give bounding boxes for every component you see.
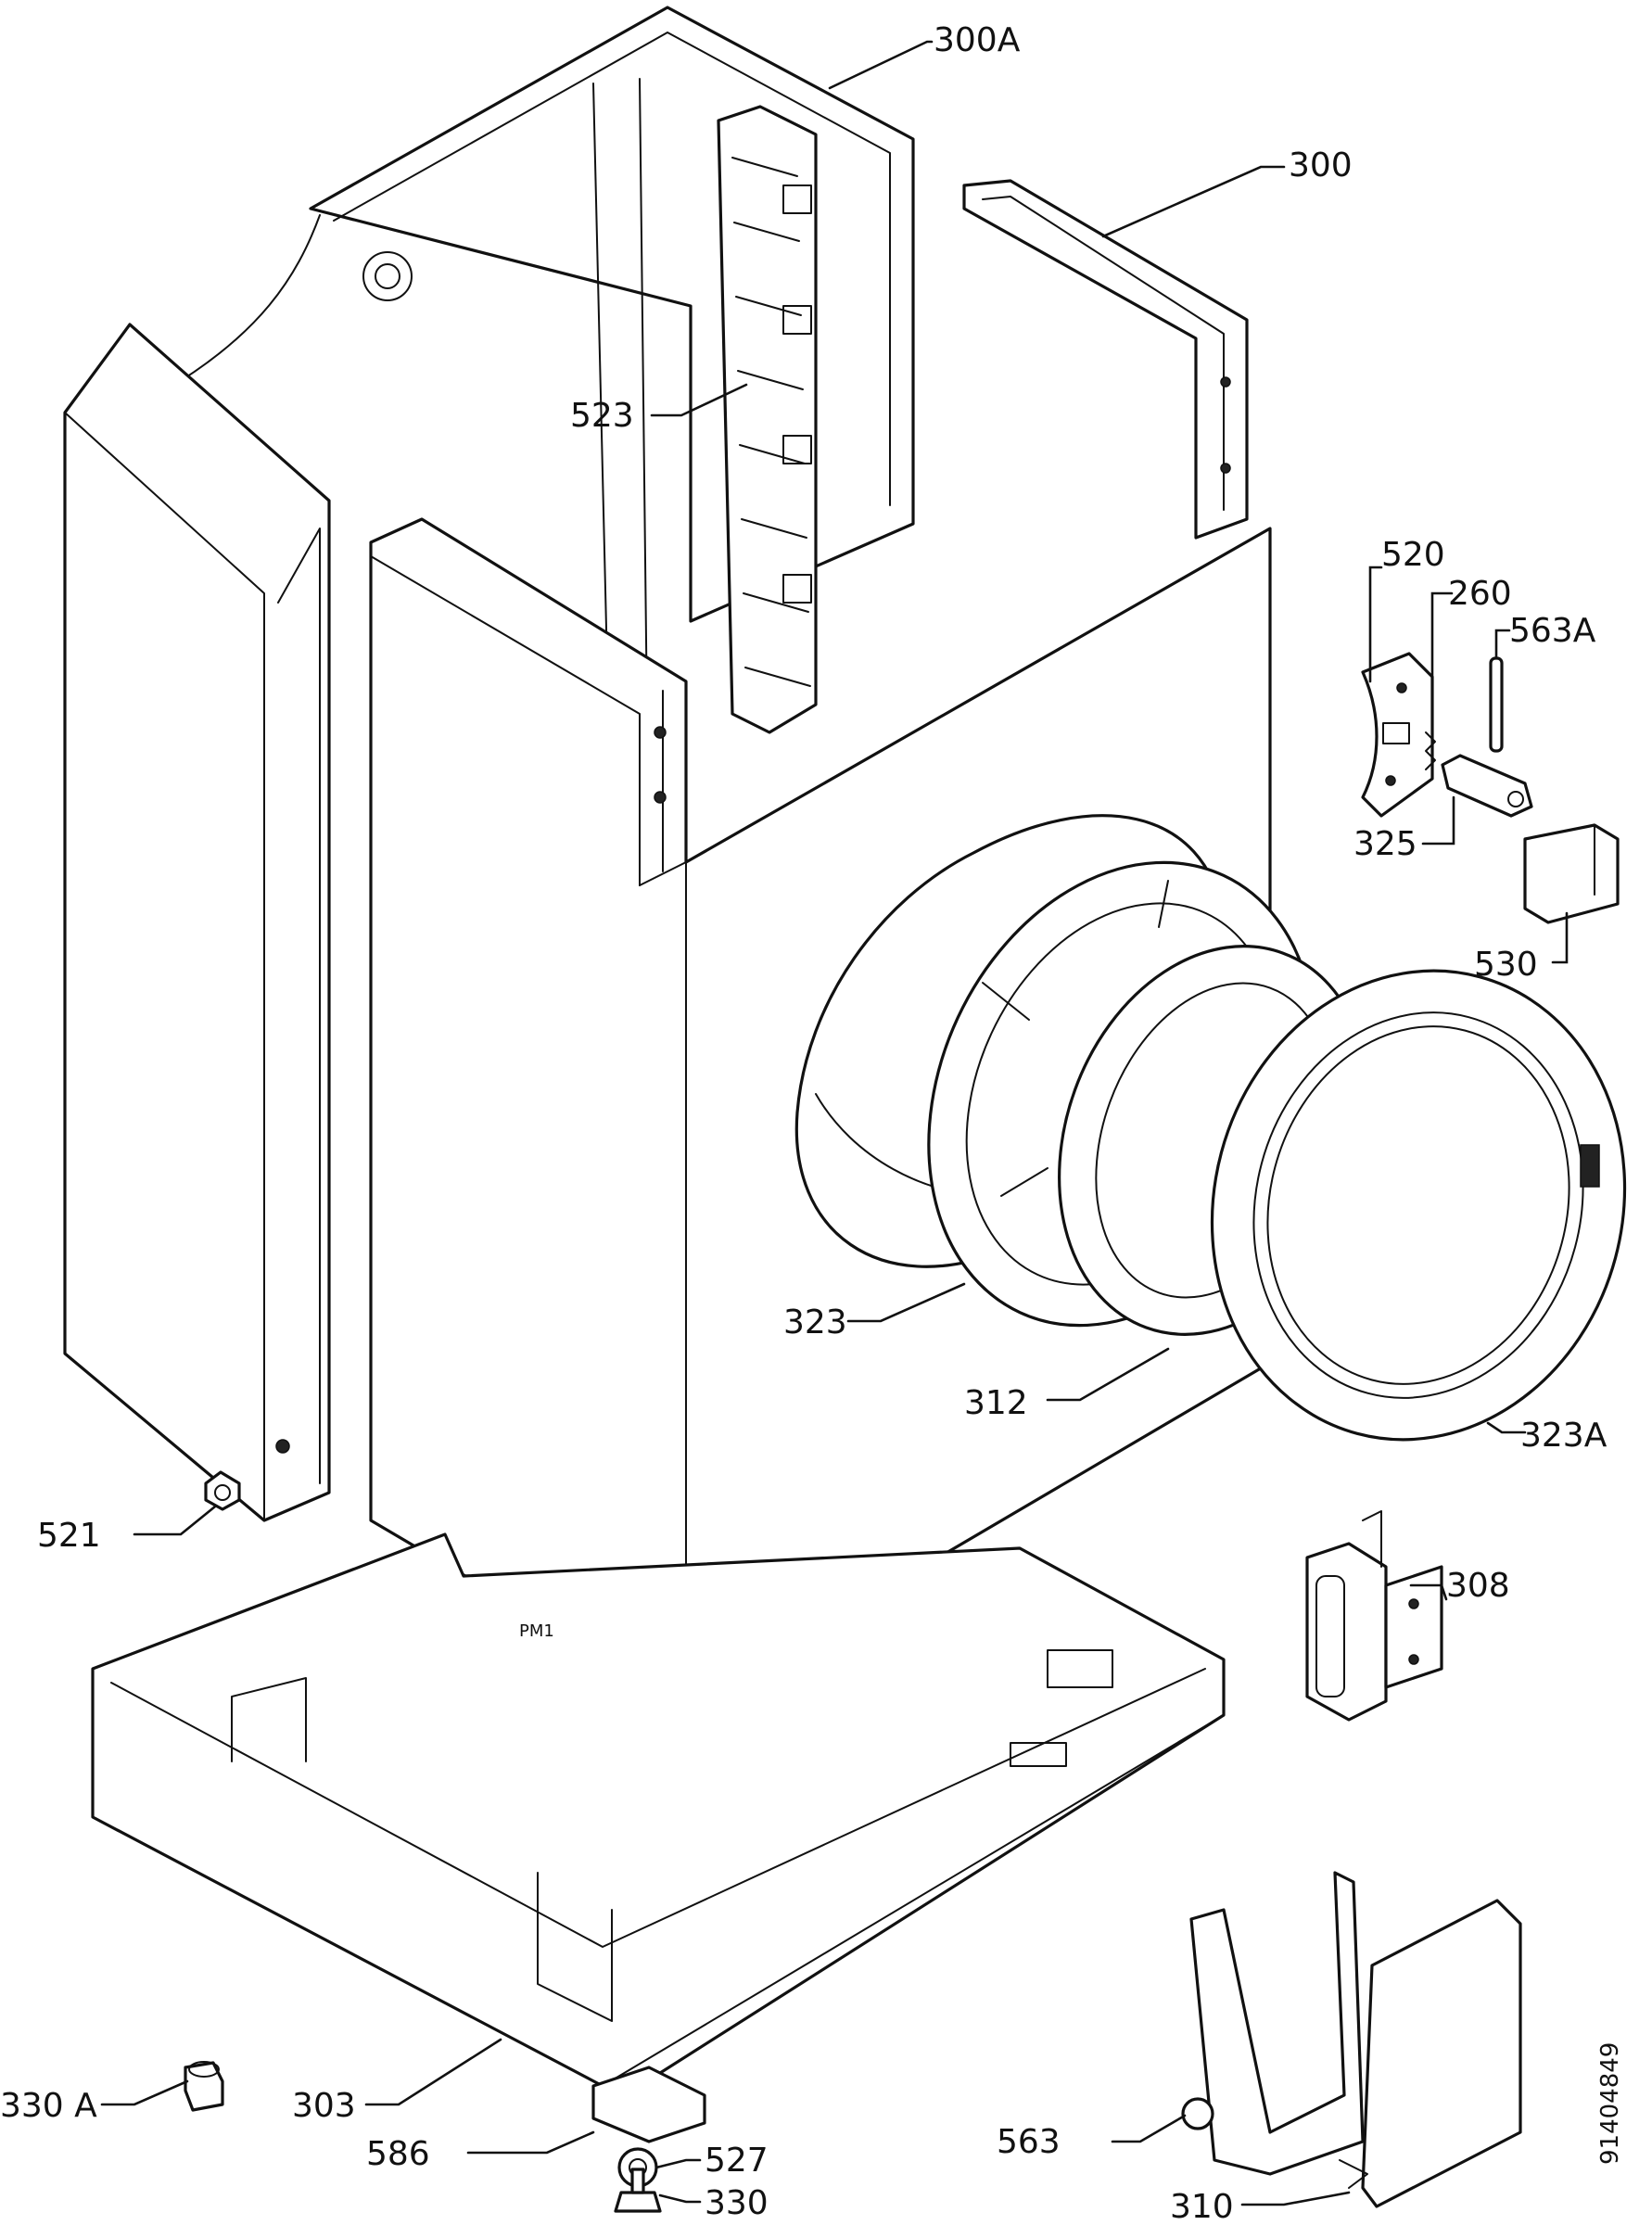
callout-523: 523 <box>570 397 634 435</box>
callout-310: 310 <box>1170 2188 1234 2225</box>
callout-312: 312 <box>964 1384 1028 1422</box>
callout-330: 330 <box>705 2184 769 2222</box>
callout-521: 521 <box>37 1517 101 1555</box>
callout-330a: 330 A <box>0 2087 97 2125</box>
part-330-adjustable-foot <box>614 2168 662 2213</box>
part-310-kick-panel <box>1339 1899 1522 2208</box>
callout-300: 300 <box>1289 146 1353 184</box>
callout-260: 260 <box>1448 575 1512 613</box>
callout-323a: 323A <box>1520 1417 1608 1455</box>
part-325-lever <box>1441 754 1533 818</box>
part-563a-pin <box>1489 656 1504 753</box>
part-308-hinge <box>1305 1510 1443 1722</box>
callout-530: 530 <box>1474 946 1538 984</box>
callout-300a: 300A <box>934 21 1021 59</box>
callout-303: 303 <box>292 2087 356 2125</box>
part-530-handle <box>1523 823 1620 924</box>
part-523-cable-strip <box>717 105 818 734</box>
part-323a-door-frame <box>1210 969 1627 1442</box>
part-563-panel-clip <box>1181 1871 1365 2176</box>
document-number: 91404849 <box>1596 2042 1624 2165</box>
callout-323: 323 <box>783 1303 847 1341</box>
cabinet-marking-text: PM1 <box>519 1621 554 1641</box>
callout-563: 563 <box>997 2123 1061 2161</box>
part-left-side-panel <box>63 323 331 1522</box>
leader-lines <box>100 40 1569 2206</box>
callout-563a: 563A <box>1509 612 1596 650</box>
callout-labels: 300A 300 523 520 260 563A 325 530 323 31… <box>0 21 1608 2225</box>
callout-325: 325 <box>1353 825 1417 863</box>
part-303-base-frame: PM1 <box>91 1532 1226 2088</box>
callout-527: 527 <box>705 2142 769 2180</box>
part-521-screw <box>204 1470 241 1511</box>
callout-586: 586 <box>366 2135 430 2173</box>
part-520-latch-plate <box>1361 652 1434 818</box>
callout-520: 520 <box>1381 536 1445 574</box>
part-260-spring <box>1425 731 1436 770</box>
part-586-foot-holder <box>591 2066 706 2143</box>
part-300-top-rim <box>962 179 1249 540</box>
callout-308: 308 <box>1446 1567 1510 1605</box>
part-330a-foot <box>184 2061 224 2112</box>
